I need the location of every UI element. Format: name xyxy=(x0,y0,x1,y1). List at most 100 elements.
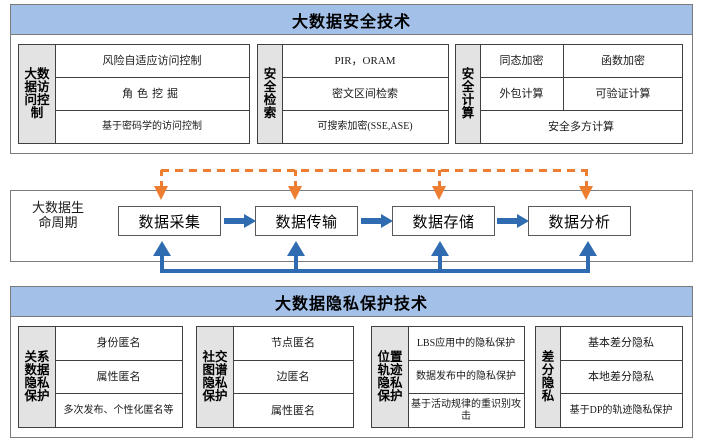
item-cell: 密文区间检索 xyxy=(282,78,448,111)
label-line: 安 xyxy=(263,66,277,81)
security-arrow-down-icon xyxy=(431,186,447,212)
group-differential-privacy: 差 分 隐 私 基本差分隐私 本地差分隐私 基于DP的轨迹隐私保护 xyxy=(535,326,683,428)
item-cell: 节点匿名 xyxy=(233,327,353,361)
item-cell: 可验证计算 xyxy=(564,78,682,110)
label-line: 全 xyxy=(461,79,475,94)
item-cell: 数据发布中的隐私保护 xyxy=(408,360,524,395)
security-tech-title-bar: 大数据安全技术 xyxy=(11,5,692,35)
label-line: 算 xyxy=(461,106,475,121)
label-line: 保护 xyxy=(377,389,403,404)
item-cell: 可搜索加密(SSE,ASE) xyxy=(282,111,448,143)
security-dashed-stem xyxy=(438,170,441,193)
privacy-arrow-up-icon xyxy=(431,241,449,271)
privacy-tech-title: 大数据隐私保护技术 xyxy=(274,295,428,313)
label-line: 隐私 xyxy=(377,376,403,390)
group-label-relational-data-privacy: 关系 数据 隐私 保护 xyxy=(18,326,56,428)
label-line: 大数 xyxy=(24,66,50,81)
item-cell: 安全多方计算 xyxy=(480,111,682,143)
security-arrow-down-icon xyxy=(153,186,169,212)
group-items-differential-privacy: 基本差分隐私 本地差分隐私 基于DP的轨迹隐私保护 xyxy=(560,326,683,428)
group-label-access-control: 大数 据访 问控 制 xyxy=(18,44,56,144)
flow-arrow-right-icon xyxy=(224,214,256,228)
stage-box-3[interactable]: 数据存储 xyxy=(392,206,495,236)
lifecycle-label-line: 大数据生 xyxy=(31,200,84,215)
group-location-trajectory-privacy: 位置 轨迹 隐私 保护 LBS应用中的隐私保护 数据发布中的隐私保护 基于活动规… xyxy=(371,326,525,428)
item-cell: 身份匿名 xyxy=(55,327,182,361)
label-line: 社交 xyxy=(202,349,228,364)
item-cell: 基于密码学的访问控制 xyxy=(55,111,249,143)
privacy-connector-stem xyxy=(294,252,298,272)
label-line: 安 xyxy=(461,66,475,81)
security-arrow-down-icon xyxy=(287,186,303,212)
security-arrow-down-icon xyxy=(578,186,594,212)
item-cell: 风险自适应访问控制 xyxy=(55,45,249,78)
group-items-secure-computation: 同态加密 函数加密 外包计算 可验证计算 安全多方计算 xyxy=(480,44,683,144)
label-line: 位置 xyxy=(377,349,403,364)
group-label-secure-computation: 安 全 计 算 xyxy=(455,44,481,144)
label-line: 计 xyxy=(461,93,475,107)
group-items-access-control: 风险自适应访问控制 角色挖掘 基于密码学的访问控制 xyxy=(55,44,250,144)
item-cell: LBS应用中的隐私保护 xyxy=(408,327,524,361)
label-line: 差 xyxy=(541,349,555,364)
group-items-location-trajectory-privacy: LBS应用中的隐私保护 数据发布中的隐私保护 基于活动规律的重识别攻击 xyxy=(408,326,525,428)
label-line: 据访 xyxy=(24,79,50,94)
privacy-tech-title-bar: 大数据隐私保护技术 xyxy=(11,287,692,317)
group-secure-search: 安 全 检 索 PIR，ORAM 密文区间检索 可搜索加密(SSE,ASE) xyxy=(257,44,449,144)
label-line: 分 xyxy=(541,362,555,377)
item-cell: PIR，ORAM xyxy=(282,45,448,78)
item-row: 同态加密 函数加密 xyxy=(480,45,682,78)
label-line: 保护 xyxy=(24,389,50,404)
item-cell: 同态加密 xyxy=(480,45,564,77)
item-cell: 本地差分隐私 xyxy=(560,360,682,395)
stage-box-1[interactable]: 数据采集 xyxy=(118,206,221,236)
lifecycle-label: 大数据生 命周期 xyxy=(8,200,108,231)
item-row: 安全多方计算 xyxy=(480,111,682,143)
label-line: 全 xyxy=(263,79,277,94)
label-line: 图谱 xyxy=(202,362,228,377)
label-line: 问控 xyxy=(24,93,50,107)
security-dashed-stem xyxy=(160,170,163,193)
privacy-connector-stem xyxy=(438,252,442,272)
privacy-connector-line xyxy=(160,269,590,273)
security-tech-title: 大数据安全技术 xyxy=(291,13,411,31)
privacy-arrow-up-icon xyxy=(287,241,305,271)
label-line: 数据 xyxy=(24,362,50,377)
security-dashed-stem xyxy=(294,170,297,193)
security-dashed-connector xyxy=(161,169,588,172)
item-cell: 函数加密 xyxy=(564,45,682,77)
label-line: 隐 xyxy=(541,376,555,390)
item-cell: 属性匿名 xyxy=(55,360,182,395)
group-items-relational-data-privacy: 身份匿名 属性匿名 多次发布、个性化匿名等 xyxy=(55,326,183,428)
security-dashed-stem xyxy=(585,170,588,193)
stage-box-4[interactable]: 数据分析 xyxy=(528,206,631,236)
label-line: 制 xyxy=(30,106,44,121)
group-label-social-graph-privacy: 社交 图谱 隐私 保护 xyxy=(196,326,234,428)
label-line: 索 xyxy=(263,106,277,121)
label-line: 私 xyxy=(541,389,555,404)
flow-arrow-right-icon xyxy=(497,214,529,228)
group-social-graph-privacy: 社交 图谱 隐私 保护 节点匿名 边匿名 属性匿名 xyxy=(196,326,354,428)
item-cell: 外包计算 xyxy=(480,78,564,110)
group-label-location-trajectory-privacy: 位置 轨迹 隐私 保护 xyxy=(371,326,409,428)
privacy-connector-stem xyxy=(160,252,164,272)
stage-box-2[interactable]: 数据传输 xyxy=(255,206,358,236)
group-label-differential-privacy: 差 分 隐 私 xyxy=(535,326,561,428)
label-line: 关系 xyxy=(24,349,50,364)
item-row: 外包计算 可验证计算 xyxy=(480,78,682,111)
label-line: 检 xyxy=(263,93,277,107)
label-line: 隐私 xyxy=(202,376,228,390)
group-items-secure-search: PIR，ORAM 密文区间检索 可搜索加密(SSE,ASE) xyxy=(282,44,449,144)
privacy-connector-stem xyxy=(586,252,590,272)
privacy-arrow-up-icon xyxy=(153,241,171,271)
item-cell: 多次发布、个性化匿名等 xyxy=(55,394,182,428)
privacy-arrow-up-icon xyxy=(579,241,597,271)
label-line: 轨迹 xyxy=(377,362,403,377)
group-items-social-graph-privacy: 节点匿名 边匿名 属性匿名 xyxy=(233,326,354,428)
lifecycle-label-line: 命周期 xyxy=(38,215,78,231)
group-label-secure-search: 安 全 检 索 xyxy=(257,44,283,144)
item-cell: 边匿名 xyxy=(233,360,353,395)
label-line: 保护 xyxy=(202,389,228,404)
group-secure-computation: 安 全 计 算 同态加密 函数加密 外包计算 可验证计算 安全多方计算 xyxy=(455,44,683,144)
item-cell: 基本差分隐私 xyxy=(560,327,682,361)
